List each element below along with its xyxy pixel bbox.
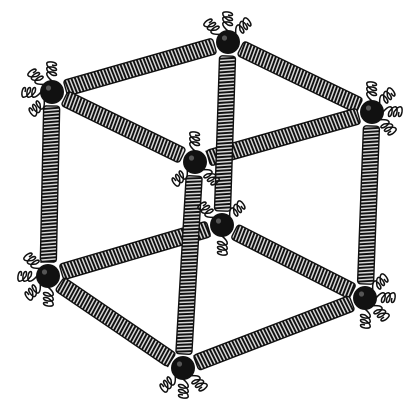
spring-back-top-left-to-back-bottom-left (214, 56, 235, 212)
node-highlight (189, 155, 194, 160)
node-highlight (359, 291, 364, 296)
spring-back-bottom-right-to-front-bottom-right (193, 296, 355, 371)
spring-back-bottom-left-to-back-bottom-right (231, 224, 356, 299)
spring-front-top-right-to-front-bottom-right (176, 176, 202, 355)
node-front-bottom-left (36, 264, 60, 288)
node-curl (223, 12, 233, 31)
node-curl (218, 236, 228, 255)
node-curl (47, 62, 57, 81)
spring-front-bottom-left-to-front-bottom-right (55, 277, 176, 367)
spring-back-top-left-to-back-top-right (237, 41, 363, 113)
node-back-top-right (360, 100, 384, 124)
node-curl (22, 88, 41, 98)
spring-back-top-right-to-back-bottom-right (358, 126, 380, 285)
spring-front-top-left-to-back-top-left (63, 38, 216, 96)
node-back-bottom-left (210, 213, 234, 237)
node-curl (361, 309, 371, 328)
node-curl (367, 82, 377, 101)
springs-layer (40, 38, 379, 370)
node-curl (44, 287, 54, 306)
spring-front-top-left-to-front-top-right (61, 91, 186, 163)
node-back-top-left (216, 30, 240, 54)
curls-layer (18, 12, 402, 398)
node-curl (18, 272, 37, 282)
node-highlight (222, 35, 227, 40)
node-curl (190, 132, 200, 151)
node-highlight (42, 269, 47, 274)
node-back-bottom-right (353, 286, 377, 310)
spring-front-top-left-to-front-bottom-left (40, 106, 59, 262)
node-highlight (366, 105, 371, 110)
node-front-top-left (40, 80, 64, 104)
node-curl (376, 293, 395, 303)
node-curl (179, 379, 189, 398)
node-front-bottom-right (171, 356, 195, 380)
node-highlight (46, 85, 51, 90)
node-highlight (216, 218, 221, 223)
node-curl (383, 107, 402, 117)
node-front-top-right (183, 150, 207, 174)
node-highlight (177, 361, 182, 366)
